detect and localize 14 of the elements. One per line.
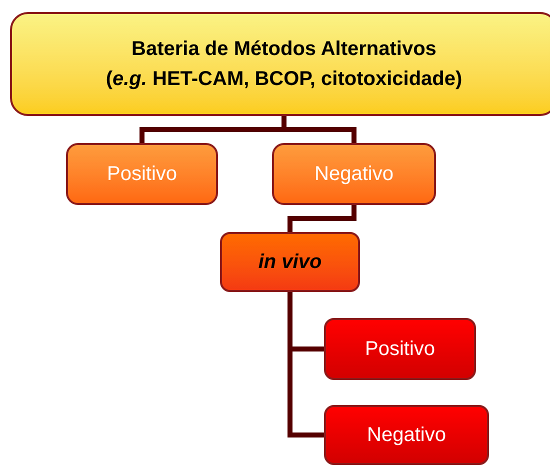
box-text: Positivo <box>106 162 178 187</box>
result-box <box>272 143 436 205</box>
box-text: Bateria de Métodos Alternativos <box>132 37 436 62</box>
connector-line <box>288 205 356 232</box>
result-box <box>66 143 218 205</box>
box-text: Negativo <box>314 162 394 187</box>
box-text: in vivo <box>258 250 322 275</box>
title-box <box>10 12 550 116</box>
box-text: Negativo <box>367 423 446 448</box>
box-text: (e.g. HET-CAM, BCOP, citotoxicidade) <box>106 67 462 92</box>
box-text: Positivo <box>364 337 436 362</box>
result-box <box>324 318 476 380</box>
result-box <box>324 405 489 465</box>
test-box <box>220 232 360 292</box>
